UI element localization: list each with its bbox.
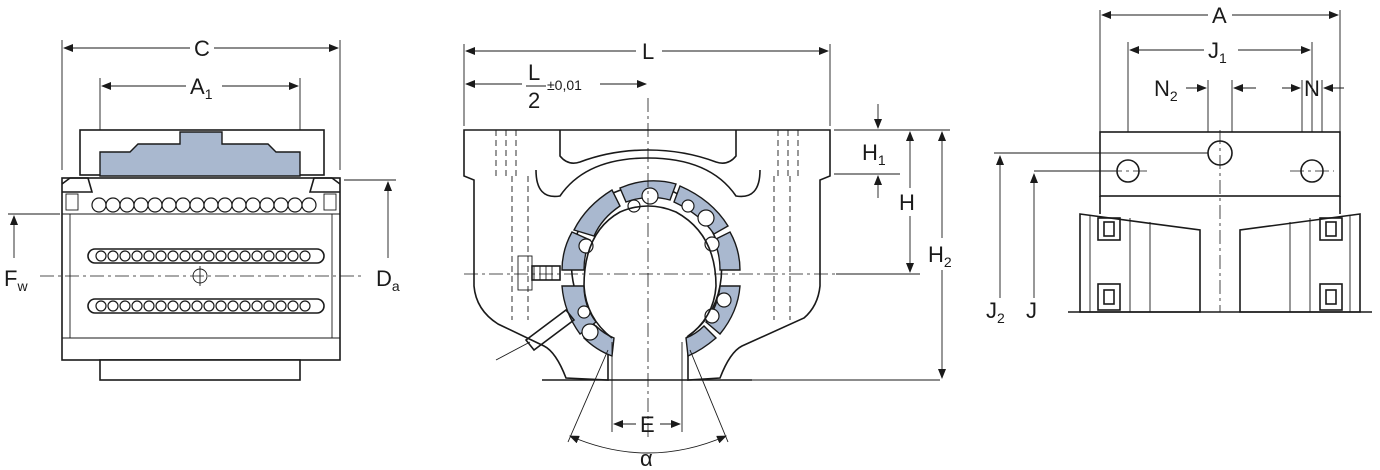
dim-label-E: E [640, 412, 655, 437]
dim-label-H: H [899, 190, 915, 215]
dim-label-C: C [194, 36, 210, 61]
ball-row-middle [95, 250, 311, 262]
dim-label-Da: Da [376, 266, 400, 294]
dim-label-J1: J1 [1208, 38, 1227, 66]
dim-label-L2-den: 2 [528, 88, 540, 113]
ball-row-top [91, 197, 317, 213]
dim-label-J: J [1026, 298, 1037, 323]
side-view: C A1 [4, 36, 400, 381]
dim-label-N2: N2 [1154, 76, 1178, 104]
front-view: L L 2 ±0,01 [463, 39, 952, 470]
ball-row-bottom [95, 300, 311, 312]
top-view: A J1 N2 N [986, 3, 1372, 326]
dim-label-H2: H2 [928, 242, 952, 270]
dim-label-L: L [642, 39, 654, 64]
dim-label-J2: J2 [986, 298, 1005, 326]
dim-label-H1: H1 [862, 140, 886, 168]
dim-label-A1: A1 [190, 74, 213, 102]
dim-label-alpha: α [640, 446, 653, 470]
dim-label-Fw: Fw [4, 266, 28, 294]
dim-label-N: N [1304, 76, 1320, 101]
ring-balls [577, 187, 732, 341]
dim-label-L2-tol: ±0,01 [547, 77, 582, 93]
dim-label-A: A [1212, 3, 1227, 28]
dim-label-L2-num: L [528, 60, 540, 85]
